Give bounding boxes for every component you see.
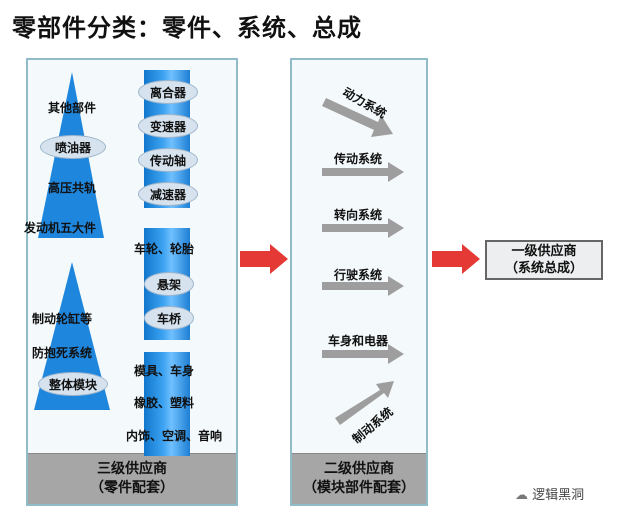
bar1-item-2: 变速器 xyxy=(138,114,198,138)
pyramid-bottom-label-3: 整体模块 xyxy=(38,372,108,396)
pyramid-bottom-label-1: 制动轮缸等 xyxy=(32,312,93,326)
pyramid-bottom-label-2: 防抱死系统 xyxy=(32,346,93,360)
grey-arrow-running xyxy=(322,276,404,296)
pyramid-top-label-4: 发动机五大件 xyxy=(24,221,97,235)
grey-arrow-transmission xyxy=(322,162,404,182)
bar1-item-3: 传动轴 xyxy=(138,148,198,172)
system-label-body-electrical: 车身和电器 xyxy=(328,334,389,348)
tier3-footer: 三级供应商 （零件配套） xyxy=(28,453,236,504)
bar2-item-2: 悬架 xyxy=(144,272,194,296)
pyramid-top-label-3: 高压共轨 xyxy=(47,180,96,195)
system-label-running: 行驶系统 xyxy=(334,268,383,282)
bar1-item-1: 离合器 xyxy=(138,80,198,104)
bar3-item-1: 模具、车身 xyxy=(134,364,195,378)
grey-arrow-steering xyxy=(322,218,404,238)
bar2-item-3: 车桥 xyxy=(144,306,194,330)
parts-bar-body xyxy=(144,352,190,456)
grey-arrow-brake xyxy=(335,381,394,425)
grey-arrow-power xyxy=(322,98,393,137)
tier1-box: 一级供应商 （系统总成） xyxy=(485,240,603,280)
page-title: 零部件分类：零件、系统、总成 xyxy=(12,14,362,42)
tier3-footer-title: 三级供应商 xyxy=(97,461,167,477)
bar1-item-4: 减速器 xyxy=(138,182,198,206)
tier1-subtitle: （系统总成） xyxy=(504,261,583,276)
tier2-footer: 二级供应商 （模块部件配套） xyxy=(292,453,426,504)
pyramid-top-label-1: 其他部件 xyxy=(47,100,96,115)
pyramid-top-label-2: 喷油器 xyxy=(40,135,106,159)
brand-logo-icon: ☁ xyxy=(515,488,533,503)
brand-watermark: ☁ 逻辑黑洞 xyxy=(515,484,584,503)
tier2-footer-subtitle: （模块部件配套） xyxy=(303,480,415,496)
tier2-footer-title: 二级供应商 xyxy=(324,461,394,477)
system-label-steering: 转向系统 xyxy=(334,208,383,222)
red-arrow-tier2-to-tier1 xyxy=(432,244,480,274)
system-label-transmission: 传动系统 xyxy=(334,152,383,166)
tier3-footer-subtitle: （零件配套） xyxy=(90,480,174,496)
tier1-title: 一级供应商 xyxy=(511,244,577,259)
brand-name: 逻辑黑洞 xyxy=(532,488,585,503)
bar2-item-1: 车轮、轮胎 xyxy=(134,242,195,256)
red-arrow-tier3-to-tier2 xyxy=(240,244,288,274)
grey-arrow-body xyxy=(322,344,404,364)
bar3-item-3: 内饰、空调、音响 xyxy=(125,428,222,443)
bar3-item-2: 橡胶、塑料 xyxy=(134,396,195,410)
